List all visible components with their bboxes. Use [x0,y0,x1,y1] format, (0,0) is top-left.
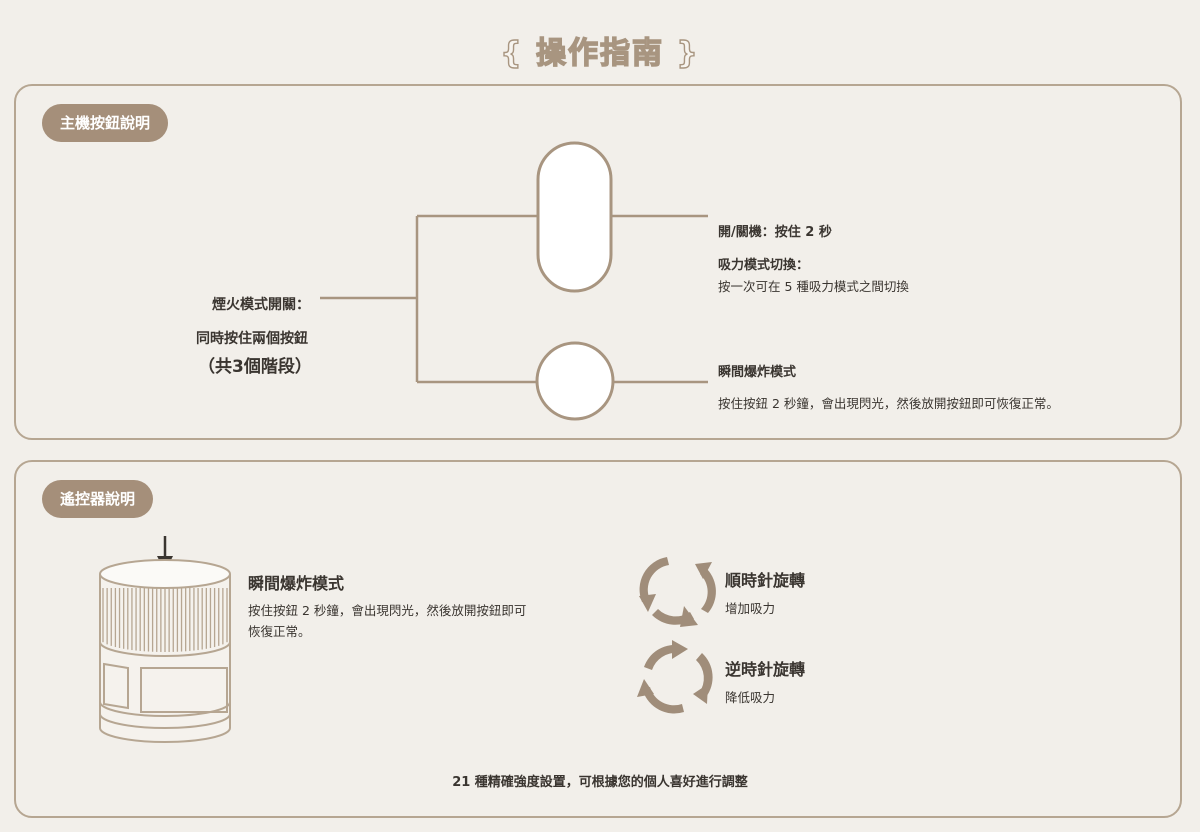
remote-burst-title: 瞬間爆炸模式 [248,574,345,593]
host-burst-desc: 按住按鈕 2 秒鐘，會出現閃光，然後放開按鈕即可恢復正常。 [718,396,1059,411]
remote-section-badge: 遙控器說明 [42,480,154,518]
clockwise-rotation-icon [639,557,716,627]
page-title: { 操作指南 } [499,35,700,71]
remote-burst-desc-line1: 按住按鈕 2 秒鐘，會出現閃光，然後放開按鈕即可 [248,603,527,618]
intensity-footer-note: 21 種精確強度設置，可根據您的個人喜好進行調整 [452,775,748,790]
host-burst-title: 瞬間爆炸模式 [718,365,797,380]
round-button-icon [535,341,615,421]
power-label: 開/關機：按住 2 秒 [718,225,832,240]
counterclockwise-title: 逆時針旋轉 [725,660,806,679]
fireworks-mode-line1: 同時按住兩個按鈕 [196,331,308,347]
pill-button-icon [536,141,613,293]
host-section-badge: 主機按鈕說明 [42,104,169,142]
remote-burst-desc-line2: 恢復正常。 [248,624,311,639]
clockwise-title: 順時針旋轉 [725,571,806,590]
suction-mode-desc: 按一次可在 5 種吸力模式之間切換 [718,279,909,294]
counterclockwise-desc: 降低吸力 [725,690,776,705]
clockwise-desc: 增加吸力 [725,601,776,616]
suction-mode-title: 吸力模式切換： [718,258,810,273]
fireworks-mode-line2: （共3個階段） [198,357,312,377]
remote-device-icon [99,559,231,743]
counterclockwise-rotation-icon [637,640,713,714]
fireworks-mode-title: 煙火模式開關： [212,297,310,313]
